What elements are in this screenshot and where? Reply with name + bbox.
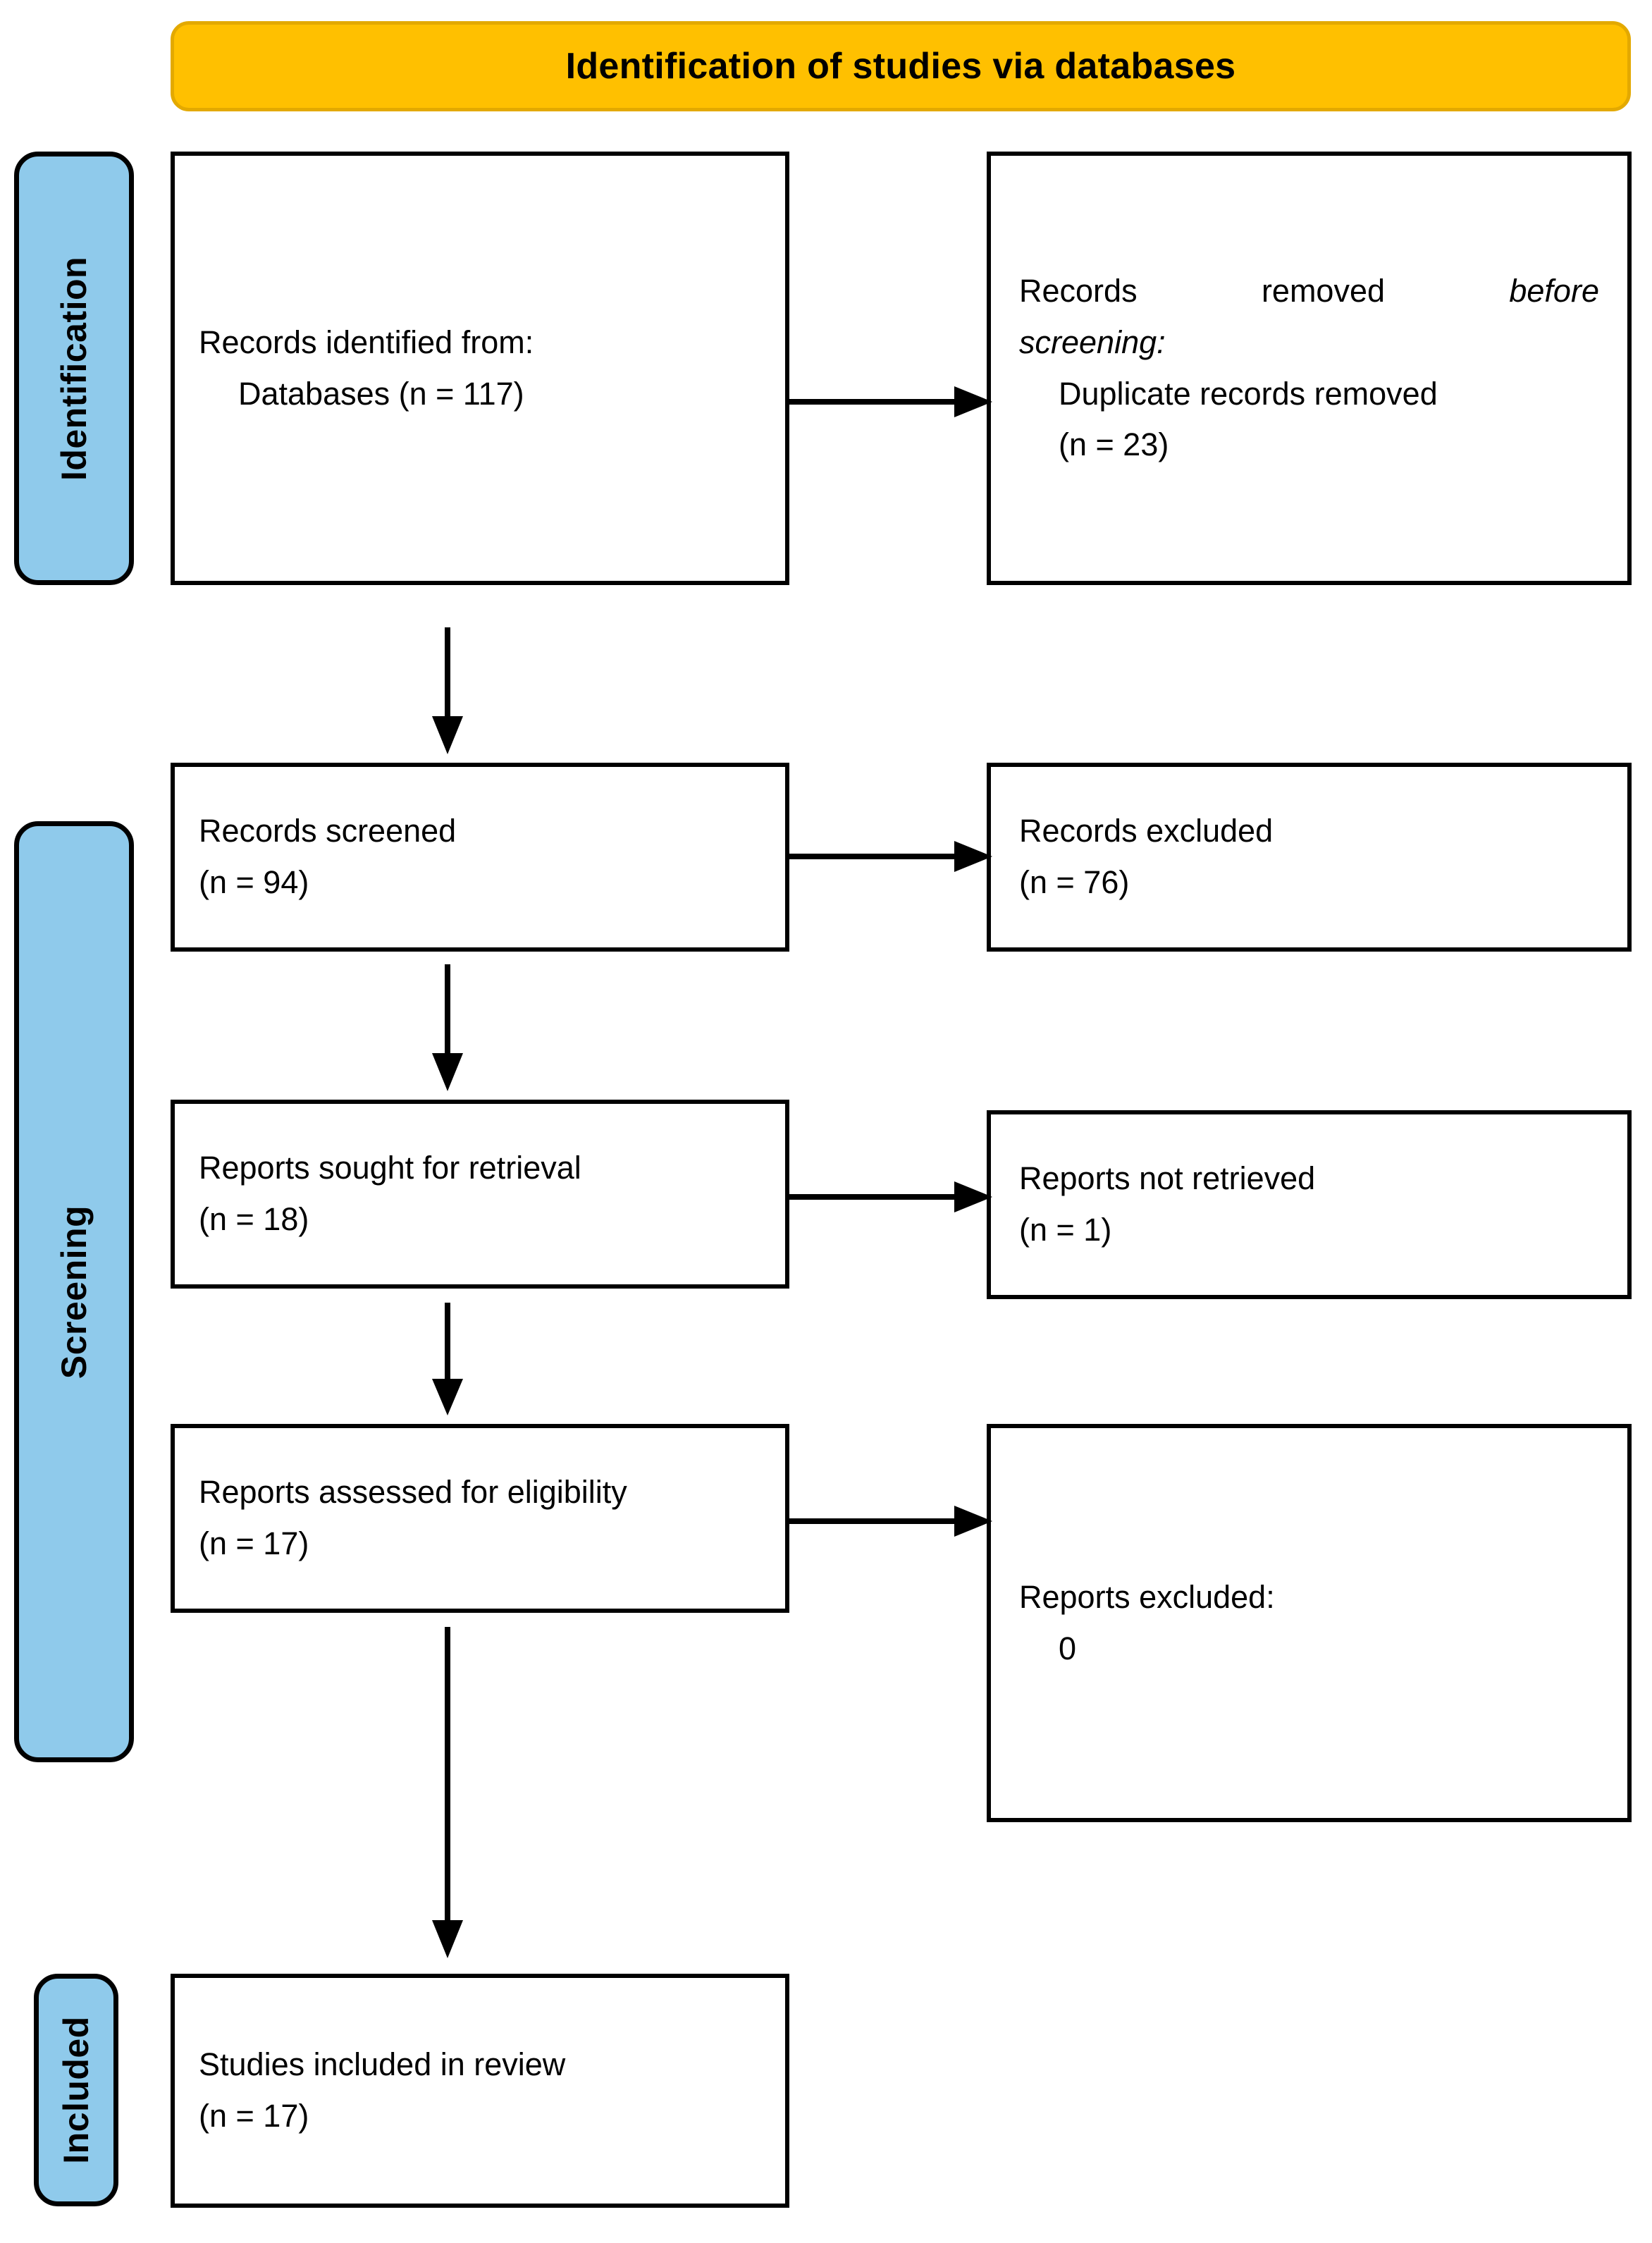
arrow-assessed-to-included-icon: [426, 1627, 469, 1958]
records-excluded-count: (n = 76): [1019, 864, 1130, 900]
duplicate-records-removed: Duplicate records removed: [1059, 375, 1438, 412]
stage-bar-included: Included: [34, 1974, 118, 2206]
stage-label-included: Included: [56, 2016, 97, 2164]
records-identified-databases: Databases (n = 117): [238, 375, 524, 412]
duplicate-records-count: (n = 23): [1059, 426, 1169, 463]
arrow-identified-to-screened-icon: [426, 627, 469, 754]
records-screened-count: (n = 94): [199, 864, 309, 900]
arrow-sought-to-assessed-icon: [426, 1303, 469, 1415]
box-records-excluded: Records excluded (n = 76): [987, 763, 1632, 952]
records-removed-word-2: removed: [1261, 272, 1386, 309]
stage-label-identification: Identification: [54, 256, 94, 481]
box-reports-excluded: Reports excluded: 0: [987, 1424, 1632, 1822]
box-records-identified: Records identified from: Databases (n = …: [171, 152, 789, 585]
stage-label-screening: Screening: [54, 1205, 94, 1379]
arrow-sought-to-not-retrieved-icon: [788, 1176, 992, 1218]
records-removed-title-line2: screening:: [1019, 324, 1166, 360]
reports-sought-count: (n = 18): [199, 1201, 309, 1237]
studies-included-count: (n = 17): [199, 2098, 309, 2134]
diagram-header-banner: Identification of studies via databases: [171, 21, 1631, 111]
box-reports-assessed: Reports assessed for eligibility (n = 17…: [171, 1424, 789, 1613]
records-removed-word-1: Records: [1019, 272, 1138, 309]
reports-not-retrieved-count: (n = 1): [1019, 1212, 1112, 1248]
arrow-screened-to-excluded-icon: [788, 835, 992, 878]
stage-bar-identification: Identification: [14, 152, 134, 585]
records-excluded-title: Records excluded: [1019, 813, 1274, 849]
records-removed-word-3: before: [1509, 272, 1599, 309]
box-studies-included: Studies included in review (n = 17): [171, 1974, 789, 2208]
reports-assessed-count: (n = 17): [199, 1525, 309, 1561]
reports-assessed-title: Reports assessed for eligibility: [199, 1474, 627, 1511]
arrow-identified-to-removed-icon: [788, 381, 992, 423]
records-removed-title-line: Records removed before: [1019, 266, 1599, 317]
arrow-assessed-to-reports-excluded-icon: [788, 1500, 992, 1542]
reports-excluded-count: 0: [1059, 1630, 1077, 1666]
studies-included-title: Studies included in review: [199, 2046, 566, 2083]
box-records-screened: Records screened (n = 94): [171, 763, 789, 952]
box-reports-not-retrieved: Reports not retrieved (n = 1): [987, 1110, 1632, 1299]
arrow-screened-to-sought-icon: [426, 964, 469, 1091]
reports-excluded-title: Reports excluded:: [1019, 1578, 1275, 1615]
records-screened-title: Records screened: [199, 813, 457, 849]
box-records-removed: Records removed before screening: Duplic…: [987, 152, 1632, 585]
box-reports-sought: Reports sought for retrieval (n = 18): [171, 1100, 789, 1289]
stage-bar-screening: Screening: [14, 821, 134, 1762]
records-identified-title: Records identified from:: [199, 324, 534, 360]
reports-not-retrieved-title: Reports not retrieved: [1019, 1160, 1316, 1197]
reports-sought-title: Reports sought for retrieval: [199, 1150, 581, 1186]
diagram-title: Identification of studies via databases: [565, 46, 1236, 87]
